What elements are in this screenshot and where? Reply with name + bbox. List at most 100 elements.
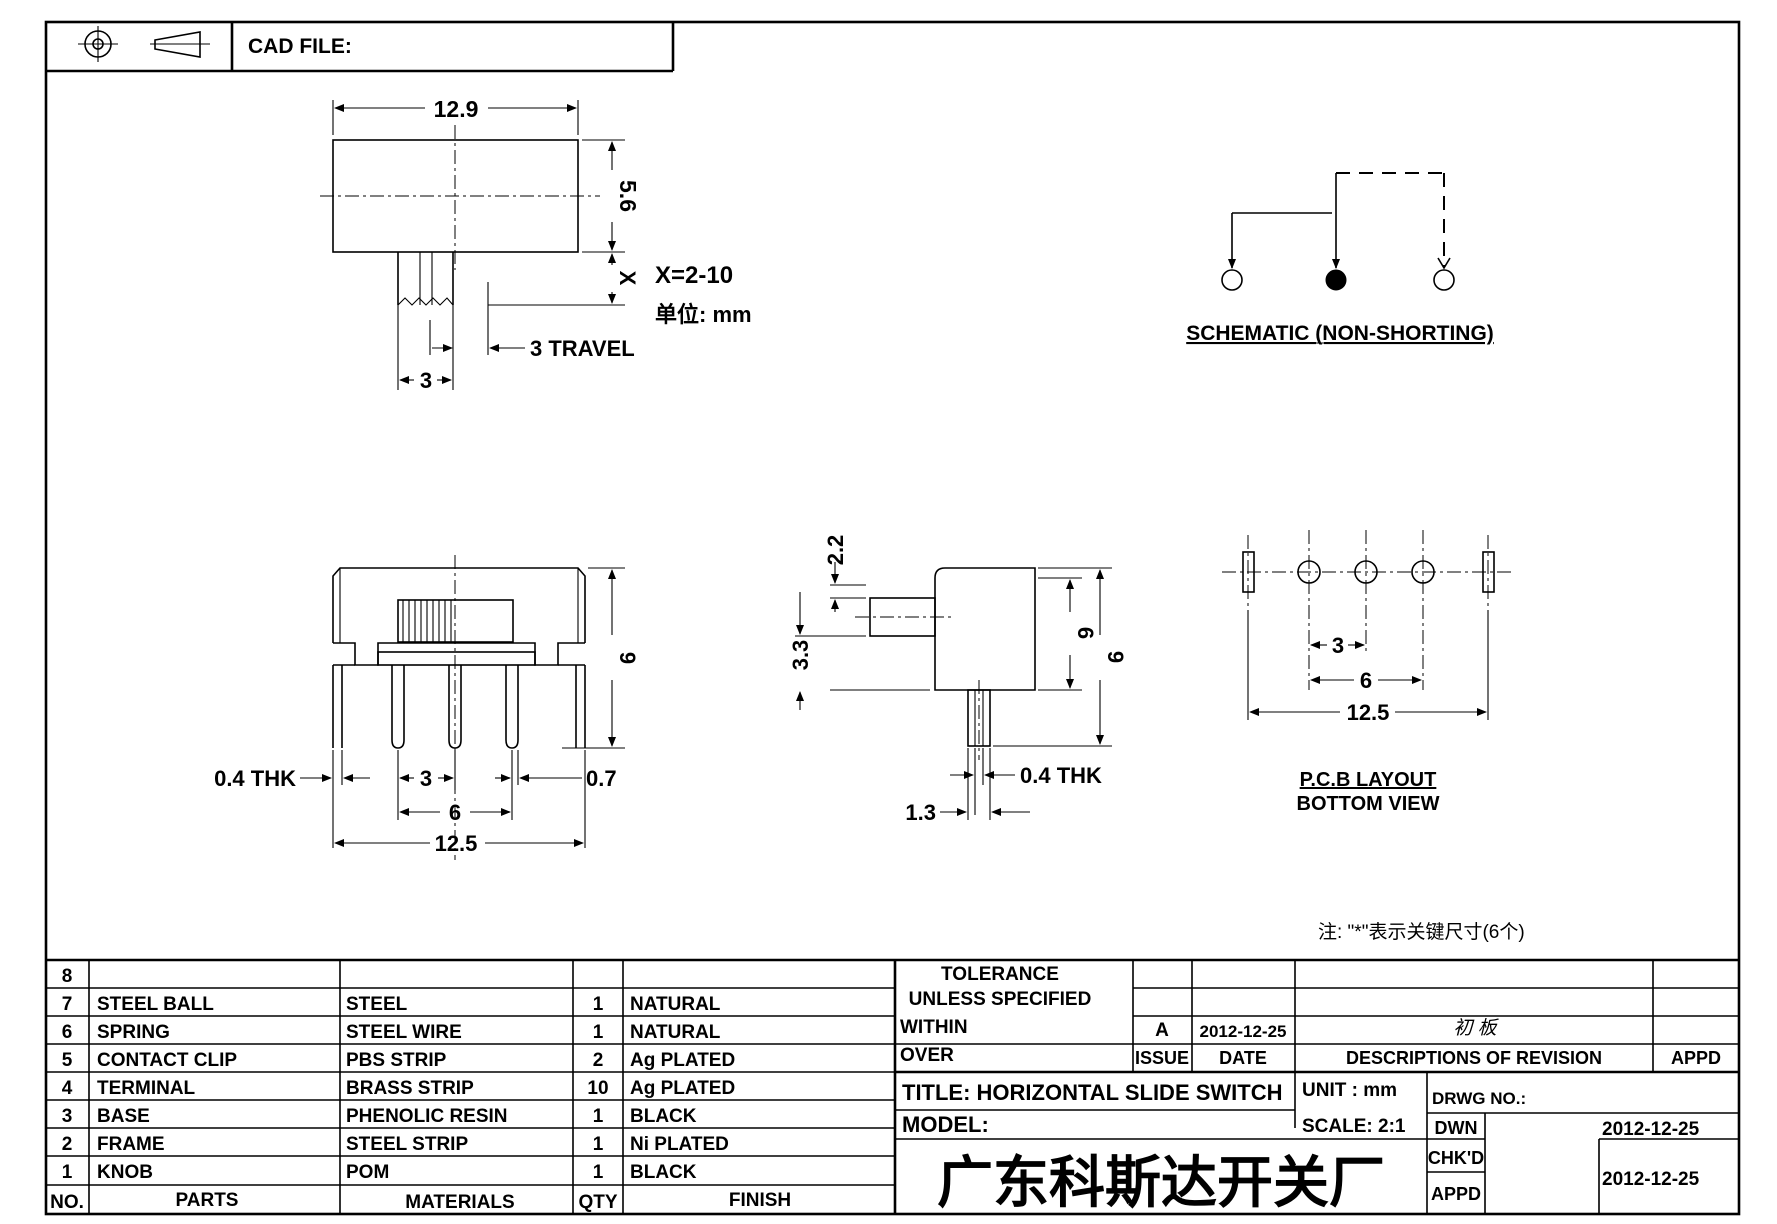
dwn-date: 2012-12-25 — [1602, 1119, 1700, 1140]
rev-date: 2012-12-25 — [1200, 1022, 1287, 1041]
tolerance-over: OVER — [900, 1045, 954, 1066]
side-thk-dim: 0.4 THK — [1020, 763, 1102, 788]
bom-finish: BLACK — [630, 1162, 697, 1183]
model-label: MODEL: — [902, 1112, 989, 1137]
bom-qty: 1 — [593, 1106, 604, 1127]
bom-qty: 10 — [587, 1078, 608, 1099]
bom-header-finish: FINISH — [729, 1190, 791, 1211]
pcb-label-line2: BOTTOM VIEW — [1297, 793, 1440, 815]
bom-table — [46, 958, 1739, 1214]
issue-label: ISSUE — [1135, 1048, 1189, 1068]
bom-header-qty: QTY — [578, 1192, 617, 1213]
date-label: DATE — [1219, 1048, 1267, 1068]
bom-finish: Ni PLATED — [630, 1134, 729, 1155]
bom-no: 3 — [62, 1106, 73, 1127]
knob-x-dim: X — [615, 271, 640, 286]
front-height-dim: 9 — [615, 652, 640, 664]
bom-material: STEEL WIRE — [346, 1022, 462, 1043]
bom-material: PHENOLIC RESIN — [346, 1106, 508, 1127]
pcb-overall-dim: 12.5 — [1347, 700, 1390, 725]
bom-header-materials: MATERIALS — [405, 1192, 514, 1213]
unit-line: 单位: mm — [655, 302, 752, 327]
pcb-layout: 3 6 12.5 P.C.B LAYOUT BOTTOM VIEW — [1222, 530, 1515, 815]
front-thk-dim: 0.4 THK — [214, 766, 296, 791]
schematic-label: SCHEMATIC (NON-SHORTING) — [1186, 322, 1494, 345]
descriptions-label: DESCRIPTIONS OF REVISION — [1346, 1048, 1602, 1068]
drawing-title: TITLE: HORIZONTAL SLIDE SWITCH — [902, 1080, 1283, 1105]
pcb-span-dim: 6 — [1360, 668, 1372, 693]
rev-issue: A — [1155, 1020, 1169, 1041]
bom-part: FRAME — [97, 1134, 165, 1155]
bom-no: 7 — [62, 994, 73, 1015]
bom-header: NO. PARTS MATERIALS QTY FINISH — [50, 1190, 791, 1213]
travel-dim: 3 TRAVEL — [530, 336, 635, 361]
bom-no: 2 — [62, 1134, 73, 1155]
check-date: 2012-12-25 — [1602, 1169, 1700, 1190]
bom-qty: 2 — [593, 1050, 604, 1071]
front-pitch-dim: 3 — [420, 766, 432, 791]
schematic-diagram: SCHEMATIC (NON-SHORTING) — [1186, 172, 1494, 345]
bom-no: 4 — [62, 1078, 73, 1099]
approved-label: APPD — [1431, 1184, 1481, 1204]
bom-qty: 1 — [593, 1134, 604, 1155]
bom-no: 5 — [62, 1050, 73, 1071]
key-dimension-note: 注: "*"表示关键尺寸(6个) — [1318, 921, 1525, 943]
bom-no: 6 — [62, 1022, 73, 1043]
front-overall-dim: 12.5 — [435, 831, 478, 856]
bom-material: STEEL — [346, 994, 408, 1015]
bom-material: PBS STRIP — [346, 1050, 447, 1071]
dwn-label: DWN — [1435, 1118, 1478, 1138]
front-offset-dim: 0.7 — [586, 766, 617, 791]
bom-no: 1 — [62, 1162, 73, 1183]
bom-material: STEEL STRIP — [346, 1134, 468, 1155]
bom-qty: 1 — [593, 1162, 604, 1183]
bom-part: TERMINAL — [97, 1078, 196, 1099]
bom-header-parts: PARTS — [176, 1190, 239, 1211]
bom-finish: NATURAL — [630, 994, 721, 1015]
side-view: 2.2 3.3 6 9 0.4 THK 1.3 — [788, 535, 1128, 825]
company-name: 广东科斯达开关厂 — [937, 1151, 1385, 1214]
top-height-dim: 5.6 — [615, 180, 641, 212]
bom-part: CONTACT CLIP — [97, 1050, 237, 1071]
bom-material: BRASS STRIP — [346, 1078, 474, 1099]
cad-file-label: CAD FILE: — [248, 35, 352, 58]
bom-material: POM — [346, 1162, 389, 1183]
side-knob-len-dim: 2.2 — [823, 535, 848, 566]
bom-finish: Ag PLATED — [630, 1078, 735, 1099]
front-view: 9 0.4 THK 3 0.7 6 12.5 — [214, 555, 640, 860]
sheet-border — [44, 20, 1741, 1216]
knob-range: X=2-10 — [655, 262, 733, 289]
bom-qty: 1 — [593, 1022, 604, 1043]
drawing-number-label: DRWG NO.: — [1432, 1089, 1526, 1108]
terminal-open-left-icon — [1221, 269, 1243, 291]
bom-qty: 1 — [593, 994, 604, 1015]
title-block: TOLERANCE UNLESS SPECIFIED WITHIN OVER A… — [895, 960, 1739, 1214]
side-knob-h-dim: 3.3 — [788, 640, 813, 671]
bom-part: KNOB — [97, 1162, 153, 1183]
first-angle-projection-icon — [78, 26, 210, 62]
terminal-common-icon — [1325, 269, 1347, 291]
side-pin-w-dim: 1.3 — [905, 800, 936, 825]
scale-field: SCALE: 2:1 — [1302, 1116, 1406, 1137]
side-overall-h-dim: 9 — [1103, 651, 1128, 663]
unit-field: UNIT : mm — [1302, 1080, 1397, 1101]
bom-header-no: NO. — [50, 1192, 84, 1213]
bom-no: 8 — [62, 966, 73, 987]
bom-finish: Ag PLATED — [630, 1050, 735, 1071]
tolerance-line2: UNLESS SPECIFIED — [909, 989, 1092, 1010]
tolerance-within: WITHIN — [900, 1017, 968, 1038]
top-width-dim: 12.9 — [434, 96, 479, 122]
terminal-open-right-icon — [1433, 269, 1455, 291]
appd-column-label: APPD — [1671, 1048, 1721, 1068]
knob-ribs — [402, 600, 452, 642]
rev-description: 初 板 — [1453, 1018, 1499, 1039]
bom-part: BASE — [97, 1106, 150, 1127]
bom-finish: NATURAL — [630, 1022, 721, 1043]
pcb-label-line1: P.C.B LAYOUT — [1300, 769, 1437, 791]
tolerance-line1: TOLERANCE — [941, 964, 1059, 985]
top-view: 12.9 5.6 X X=2-10 单位: mm 3 TRAVEL 3 — [320, 96, 752, 393]
bom-finish: BLACK — [630, 1106, 697, 1127]
side-body-h-dim: 6 — [1073, 627, 1098, 639]
